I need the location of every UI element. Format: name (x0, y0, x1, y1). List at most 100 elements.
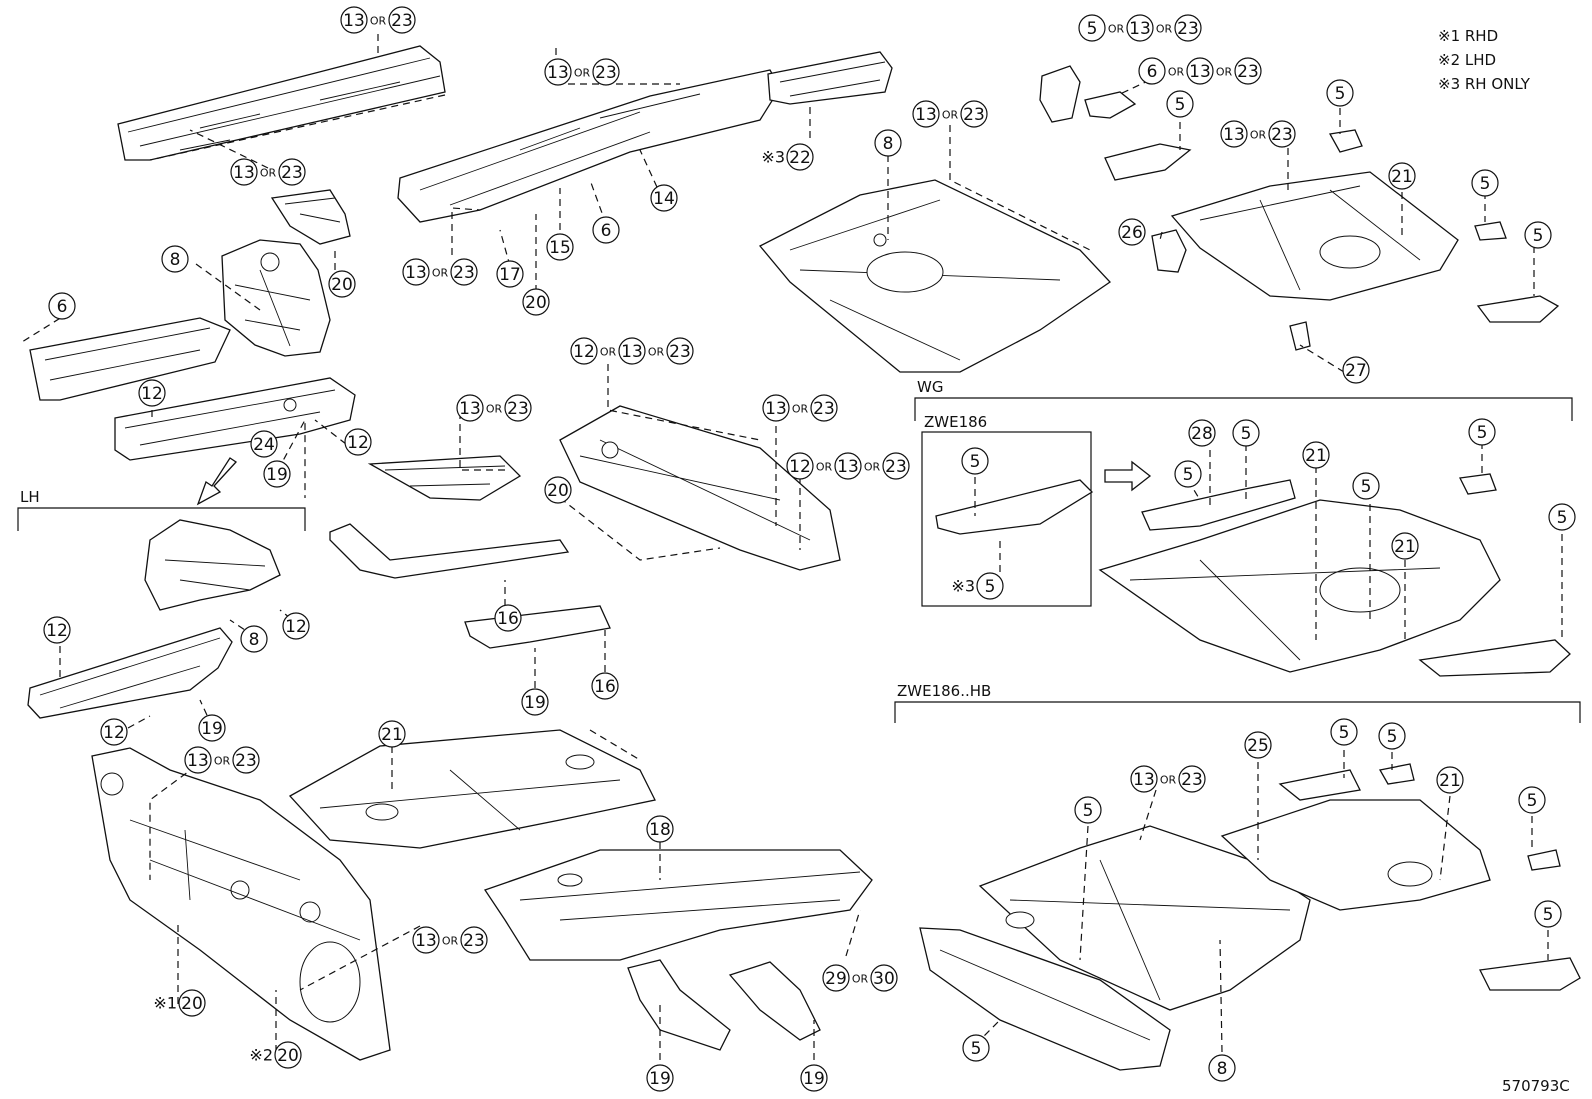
callout-circle (570, 337, 598, 365)
lh-rail-part (27, 627, 233, 719)
or-connector: OR (260, 167, 277, 180)
callout-tr-5-d: 5 (1524, 221, 1552, 249)
part-number: 13 (1223, 125, 1245, 145)
part-number: 13 (343, 11, 365, 31)
callout-circle (456, 394, 484, 422)
callout-20-b: 20 (522, 288, 550, 316)
part-number: 27 (1345, 361, 1367, 381)
callout-circle (882, 452, 910, 480)
callout-wg-28: 28 (1188, 419, 1216, 447)
drawing-number: 570793C (1502, 1077, 1570, 1095)
callout-circle (646, 1064, 674, 1092)
part-number: 23 (595, 63, 617, 83)
callout-circle (378, 720, 406, 748)
part-number: 5 (971, 1039, 982, 1059)
curved-member-part-16-b (464, 605, 611, 649)
callout-circle (1524, 221, 1552, 249)
part-number: 23 (669, 342, 691, 362)
callout-lh-19: 19 (198, 714, 226, 742)
callout-circle (402, 258, 430, 286)
or-connector: OR (1156, 23, 1173, 36)
part-number: 12 (285, 617, 307, 637)
callout-hb-5-c: 5 (1074, 796, 1102, 824)
part-number: 5 (1533, 226, 1544, 246)
lh-section-label: LH (20, 488, 40, 506)
callout-19-b: 19 (521, 688, 549, 716)
part-number: 13 (547, 63, 569, 83)
callout-lh-12-c: 12 (100, 718, 128, 746)
hb-center-floor-part (978, 825, 1311, 1011)
callout-hb-5-f: 5 (962, 1034, 990, 1062)
callout-circle (822, 964, 850, 992)
callout-19-d: 19 (800, 1064, 828, 1092)
callout-tr-21: 21 (1388, 162, 1416, 190)
callout-circle (344, 428, 372, 456)
part-number: 23 (963, 105, 985, 125)
callout-circle (544, 58, 572, 86)
part-number: 19 (201, 719, 223, 739)
callout-circle (1244, 731, 1272, 759)
part-number: 19 (524, 693, 546, 713)
callout-circle (1378, 722, 1406, 750)
or-connector: OR (816, 461, 833, 474)
callout-lh-8: 8 (240, 625, 268, 653)
callout-floor-8: 8 (874, 129, 902, 157)
part-number: 5 (1480, 174, 1491, 194)
part-number: 12 (789, 457, 811, 477)
callout-circle (1078, 14, 1106, 42)
part-number: 23 (1177, 19, 1199, 39)
part-number: 13 (1189, 62, 1211, 82)
part-number: 23 (507, 399, 529, 419)
callout-circle (786, 143, 814, 171)
callout-19-c: 19 (646, 1064, 674, 1092)
part-number: 20 (331, 275, 353, 295)
center-floor-part-18 (483, 849, 873, 961)
part-number: 6 (1147, 62, 1158, 82)
callout-hb-5-d: 5 (1518, 786, 1546, 814)
or-connector: OR (574, 67, 591, 80)
callout-note-mark: ※2 (249, 1046, 273, 1065)
callout-circle (800, 1064, 828, 1092)
callout-17: 17 (496, 260, 524, 288)
center-floor-reinforcement-part (559, 405, 841, 571)
part-number: 21 (1439, 771, 1461, 791)
callout-hb-5-e: 5 (1534, 900, 1562, 928)
callout-wg-5-c: 5 (1352, 472, 1380, 500)
part-number: 12 (103, 723, 125, 743)
callout-tr-5-a: 5 (1166, 90, 1194, 118)
lh-section-frame: LH (17, 488, 306, 531)
callout-circle (1232, 419, 1260, 447)
hb-small-parts (1278, 763, 1581, 991)
part-number: 20 (547, 481, 569, 501)
callout-circle (592, 58, 620, 86)
callout-circle (521, 688, 549, 716)
callout-circle (1302, 441, 1330, 469)
callout-circle (494, 604, 522, 632)
callout-circle (976, 572, 1004, 600)
callout-12-a: 12 (138, 379, 166, 407)
part-number: 22 (789, 148, 811, 168)
part-number: 23 (391, 11, 413, 31)
curved-member-part-16-a (329, 523, 570, 579)
hb-rear-floor-part-21 (1220, 799, 1491, 911)
callout-note-mark: ※1 (153, 994, 177, 1013)
callout-circle (1166, 90, 1194, 118)
part-number: 8 (1217, 1059, 1228, 1079)
callout-20-c: 20 (544, 476, 572, 504)
callout-circle (274, 1041, 302, 1069)
callout-circle (1138, 57, 1166, 85)
part-number: 20 (525, 293, 547, 313)
callout-circle (184, 746, 212, 774)
callout-circle (1342, 356, 1370, 384)
callout-circle (834, 452, 862, 480)
callout-24: 24 (250, 430, 278, 458)
part-number: 5 (1543, 905, 1554, 925)
callout-19-a: 19 (263, 460, 291, 488)
part-number: 8 (170, 250, 181, 270)
part-number: 12 (573, 342, 595, 362)
